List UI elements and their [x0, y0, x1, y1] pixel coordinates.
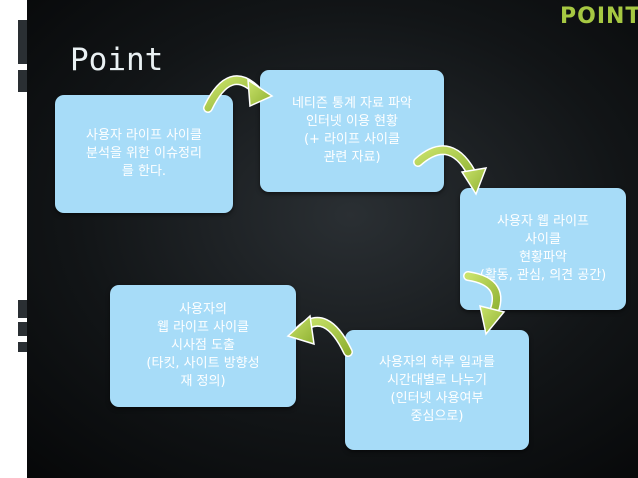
step-box-web-lifecycle: 사용자 웹 라이프 사이클 현황파악 (활동, 관심, 의견 공간) — [460, 188, 626, 310]
step-box-issue: 사용자 라이프 사이클 분석을 위한 이슈정리 를 한다. — [55, 95, 233, 213]
curved-arrow-icon — [203, 75, 274, 113]
step-box-insights-text: 사용자의 웹 라이프 사이클 시사점 도출 (타킷, 사이트 방향성 재 정의) — [146, 302, 260, 389]
step-box-daily-routine-text: 사용자의 하루 일과를 시간대별로 나누기 (인터넷 사용여부 중심으로) — [379, 355, 495, 424]
sidebar-bar — [18, 322, 27, 336]
step-box-issue-text: 사용자 라이프 사이클 분석을 위한 이슈정리 를 한다. — [86, 128, 202, 179]
left-sidebar-strip — [0, 0, 27, 478]
sidebar-bar — [18, 342, 27, 352]
step-box-insights: 사용자의 웹 라이프 사이클 시사점 도출 (타킷, 사이트 방향성 재 정의) — [110, 285, 296, 407]
sidebar-bar — [18, 300, 27, 318]
brand-label: POINT — [560, 4, 638, 29]
curved-arrow-icon — [463, 271, 506, 336]
sidebar-bar — [18, 20, 27, 64]
step-box-daily-routine: 사용자의 하루 일과를 시간대별로 나누기 (인터넷 사용여부 중심으로) — [345, 330, 529, 450]
step-box-stats-text: 네티즌 통계 자료 파악 인터넷 이용 현황 (+ 라이프 사이클 관련 자료) — [291, 96, 413, 165]
sidebar-bar — [18, 70, 27, 92]
curved-arrow-icon — [413, 145, 488, 196]
page-title: Point — [70, 42, 164, 78]
curved-arrow-icon — [286, 314, 353, 357]
step-box-stats: 네티즌 통계 자료 파악 인터넷 이용 현황 (+ 라이프 사이클 관련 자료) — [260, 70, 444, 192]
